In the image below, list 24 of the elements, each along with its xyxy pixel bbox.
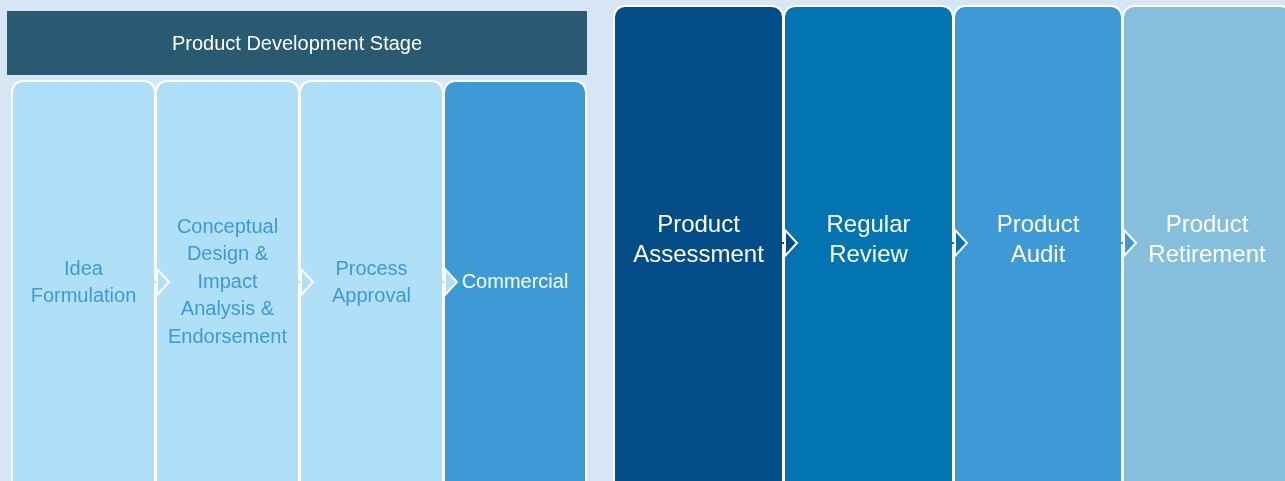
process-step-box	[953, 5, 1123, 481]
step-label: Process Approval	[332, 255, 411, 308]
chevron-arrow	[441, 268, 458, 296]
step-label: Commercial	[461, 269, 569, 294]
process-step-box	[155, 80, 300, 481]
process-step-box	[613, 5, 784, 481]
process-step-box	[783, 5, 954, 481]
step-label: Product Assessment	[633, 209, 764, 269]
step-label: Conceptual Design & Impact Analysis & Endorsement	[168, 213, 287, 349]
chevron-arrow	[153, 268, 170, 296]
chevron-arrow	[1120, 229, 1137, 257]
chevron-arrow	[781, 229, 798, 257]
chevron-arrow	[951, 229, 968, 257]
stage-header-band	[7, 11, 587, 75]
process-step-box	[1122, 5, 1285, 481]
process-step-box	[11, 80, 156, 481]
step-label: Regular Review	[826, 209, 911, 269]
step-label: Product Audit	[996, 209, 1080, 269]
stage-title: Product Development Stage	[171, 31, 423, 55]
process-step-box	[443, 80, 587, 481]
step-label: Idea Formulation	[30, 255, 137, 308]
process-step-box	[299, 80, 444, 481]
chevron-arrow	[297, 268, 314, 296]
step-label: Product Retirement	[1148, 209, 1266, 269]
